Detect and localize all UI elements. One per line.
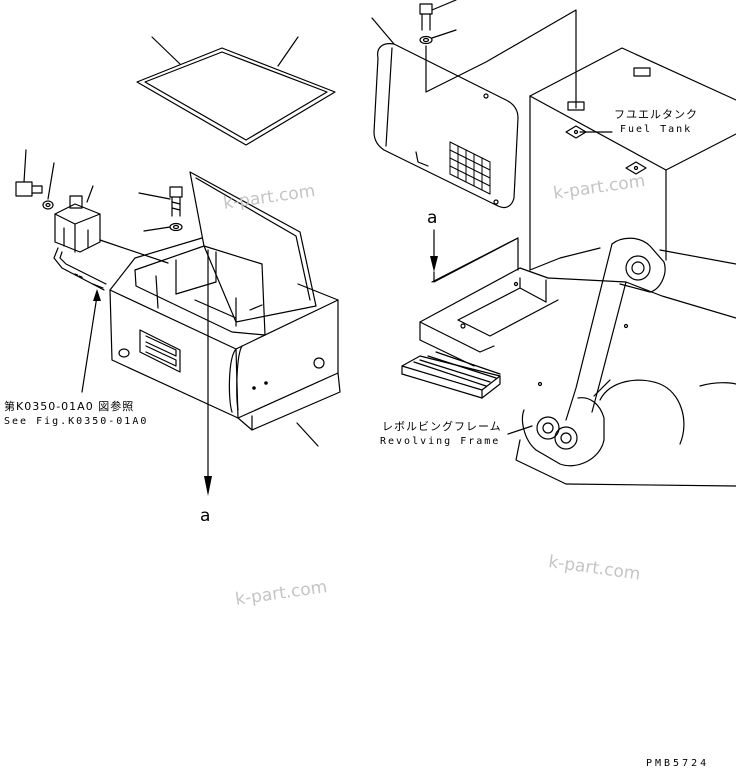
view-a-label-bottom: a — [200, 506, 211, 526]
lid-seal-gasket — [137, 37, 335, 145]
reference-label-jp: 第K0350-01A0 図参照 — [4, 400, 135, 413]
view-arrow-a-left — [204, 250, 212, 496]
reference-label-en: See Fig.K0350-01A0 — [4, 416, 149, 427]
battery-box — [82, 172, 340, 446]
switch-assembly — [16, 150, 168, 290]
revolving-frame — [402, 238, 736, 486]
view-arrow-a-right — [430, 230, 518, 282]
revolving-frame-label-jp: レボルビングフレーム — [382, 420, 502, 433]
view-a-label-top: a — [427, 208, 438, 228]
cover-plate — [372, 0, 576, 208]
drawing-code: PMB5724 — [646, 758, 710, 769]
label-leaders — [508, 132, 612, 434]
fuel-tank — [530, 48, 736, 270]
fuel-tank-label-en: Fuel Tank — [620, 124, 693, 135]
fuel-tank-label-jp: フユエルタンク — [614, 108, 698, 121]
revolving-frame-label-en: Revolving Frame — [380, 436, 501, 447]
